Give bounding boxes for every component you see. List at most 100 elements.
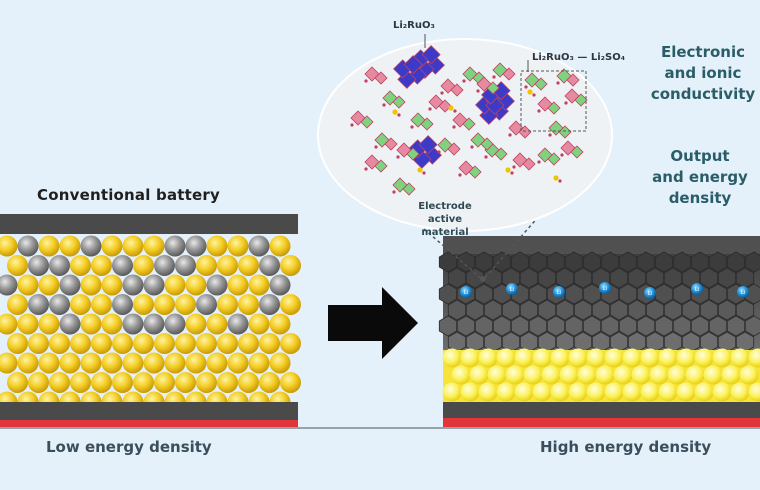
hex-particle — [636, 315, 656, 337]
oxygen-dot — [364, 167, 368, 171]
yellow-particle — [238, 294, 259, 315]
yellow-particle — [206, 313, 228, 335]
yellow-particle — [70, 333, 91, 354]
yellow-particle — [185, 313, 207, 335]
li-ion: Li — [644, 287, 656, 299]
bright-yellow-particle — [721, 365, 741, 385]
hex-particle — [609, 299, 629, 321]
bright-yellow-particle — [523, 365, 543, 385]
yellow-particle — [154, 294, 175, 315]
li-ion-label: Li — [464, 290, 468, 296]
yellow-particle — [38, 352, 60, 374]
yellow-particle — [17, 313, 39, 335]
octahedron — [462, 117, 476, 131]
oxygen-dot — [374, 145, 378, 149]
hex-particle — [672, 283, 692, 305]
yellow-particle — [217, 372, 238, 393]
li-ion-label: Li — [510, 287, 514, 293]
bright-yellow-particle — [460, 382, 480, 402]
gray-particle — [122, 313, 144, 335]
right-arrow-icon — [328, 287, 418, 359]
yellow-particle — [280, 333, 301, 354]
conventional-battery-title: Conventional battery — [37, 186, 220, 204]
yellow-particle — [101, 352, 123, 374]
yellow-particle — [112, 372, 133, 393]
gray-particle — [143, 274, 165, 296]
hex-particle — [564, 251, 584, 273]
hex-particle — [528, 283, 548, 305]
yellow-particle — [175, 372, 196, 393]
yellow-particle — [80, 274, 102, 296]
bright-yellow-particle — [496, 348, 516, 368]
yellow-particle — [7, 372, 28, 393]
yellow-particle — [0, 352, 18, 374]
yellow-particle — [259, 333, 280, 354]
hex-particle — [564, 315, 584, 337]
bright-yellow-particle — [442, 348, 462, 368]
bright-yellow-particle — [604, 382, 624, 402]
yellow-particle — [70, 294, 91, 315]
hex-particle — [537, 299, 557, 321]
conductivity-line-1: Electronic — [660, 43, 746, 61]
yellow-particles — [442, 348, 760, 402]
bright-yellow-particle — [667, 365, 687, 385]
oxygen-dot — [537, 109, 541, 113]
hex-particle — [618, 315, 638, 337]
yellow-particle — [185, 274, 207, 296]
hex-particle — [699, 299, 719, 321]
hex-particle — [672, 251, 692, 273]
hex-particle — [492, 315, 512, 337]
yellow-particle — [238, 333, 259, 354]
yellow-particle — [269, 235, 291, 257]
hex-particle — [528, 251, 548, 273]
bright-yellow-particle — [586, 382, 606, 402]
gray-particle — [80, 235, 102, 257]
yellow-particle — [38, 274, 60, 296]
hex-particle — [708, 315, 728, 337]
bright-yellow-particle — [550, 348, 570, 368]
bright-yellow-particle — [568, 382, 588, 402]
octahedron — [468, 165, 482, 179]
bright-yellow-particle — [676, 382, 696, 402]
hex-particle — [636, 251, 656, 273]
top-current-collector — [0, 214, 298, 234]
oxygen-dot — [492, 75, 496, 79]
yellow-particle — [154, 333, 175, 354]
yellow-particle — [17, 274, 39, 296]
yellow-particle — [227, 352, 249, 374]
octahedron — [570, 145, 584, 159]
electrode-particles — [0, 235, 301, 413]
oxygen-dot — [560, 153, 564, 157]
yellow-particle — [196, 333, 217, 354]
gray-particle — [122, 274, 144, 296]
gray-particle — [59, 274, 81, 296]
gray-particle — [59, 313, 81, 335]
electrode-line-2: active material — [421, 214, 469, 238]
hex-particle — [510, 315, 530, 337]
li-ion: Li — [460, 286, 472, 298]
hex-particle — [744, 251, 760, 273]
bright-yellow-particle — [712, 382, 732, 402]
yellow-particle — [227, 274, 249, 296]
bright-yellow-particle — [514, 382, 534, 402]
yellow-particle — [196, 255, 217, 276]
octahedron — [534, 77, 548, 91]
hex-particle — [600, 315, 620, 337]
hex-particle — [690, 251, 710, 273]
yellow-particle — [259, 372, 280, 393]
li-ion-sphere — [599, 282, 611, 294]
sulfate-sulfur — [392, 109, 398, 115]
sulfate-oxygen — [558, 179, 562, 183]
bright-yellow-particle — [550, 382, 570, 402]
hex-particle — [681, 267, 701, 289]
hex-particle — [663, 267, 683, 289]
bright-yellow-particle — [658, 382, 678, 402]
hex-particle — [465, 267, 485, 289]
octahedron — [450, 83, 464, 97]
sulfate-oxygen — [510, 171, 514, 175]
bright-yellow-particle — [730, 382, 750, 402]
yellow-particle — [133, 333, 154, 354]
hex-particle — [699, 267, 719, 289]
